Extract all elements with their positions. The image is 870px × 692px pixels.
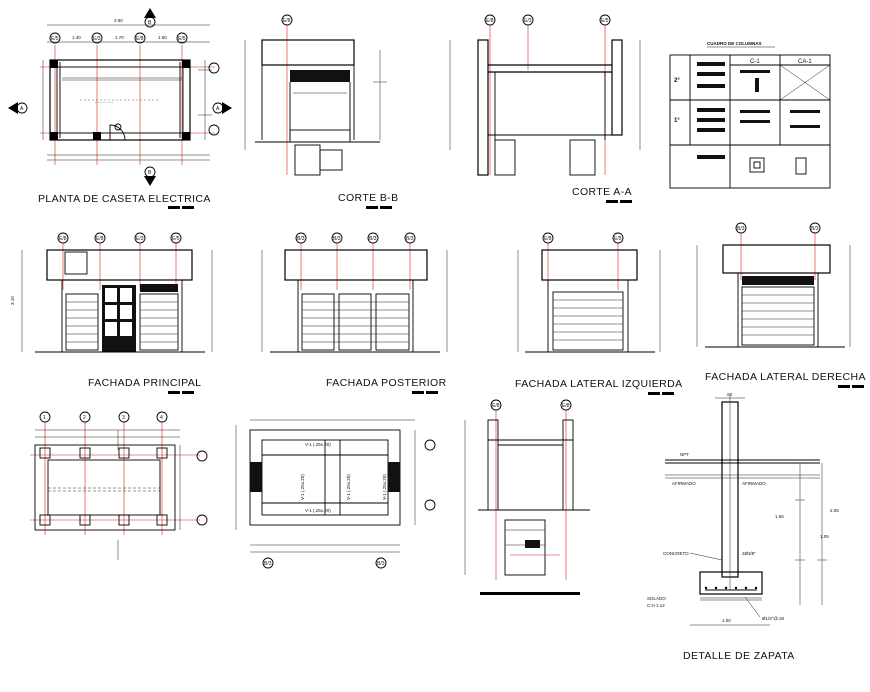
dim-zapata-total: 2.05	[830, 508, 839, 513]
label-afirmado-1: AFIRMADO	[672, 481, 696, 486]
bubble-ce-1: E/8	[492, 403, 500, 409]
bubble-fp-1: E/8	[59, 236, 67, 242]
cuadro-columnas: CUADRO DE COLUMNAS C-1 CA-1 2° 1°	[669, 41, 831, 189]
plano-vigas: V-1 (.25x.20) V-1 (.25x.20) V-1 (.25x.20…	[235, 419, 436, 569]
title-planta: PLANTA DE CASETA ELECTRICA	[38, 193, 211, 205]
title-fachada-principal: FACHADA PRINCIPAL	[88, 377, 201, 389]
section-b-top: B	[148, 20, 152, 26]
bubble-ce-2: E/8	[562, 403, 570, 409]
dim-zapata-a: 1.65	[775, 514, 784, 519]
detalle-zapata: .60 NPT AFIRMADO AFIRMADO CONCRETO SOLAD…	[647, 392, 839, 662]
bubble-e5: E/5	[51, 36, 59, 42]
dim-zapata-base: 1.00	[722, 618, 731, 623]
label-v1-mid: V-1 (.25x.20)	[346, 474, 351, 500]
label-concreto: CONCRETO	[663, 551, 689, 556]
dim-zapata-mid: 1.05	[820, 534, 829, 539]
col-ca1: CA-1	[798, 59, 812, 65]
label-v1-top: V-1 (.25x.20)	[305, 442, 331, 447]
col-c1: C-1	[750, 59, 760, 65]
label-afirmado-2: AFIRMADO	[742, 481, 766, 486]
fachada-lateral-derecha: B/3 B/3 FACHADA LATERAL DERECHA	[696, 222, 866, 388]
bubble-fld-1: B/3	[737, 226, 745, 232]
dim-fp-h: 3.10	[10, 296, 15, 305]
bubble-e3: E/3	[93, 36, 101, 42]
plano-cimentacion: 1 2 3 4	[30, 411, 208, 560]
section-b-bottom: B	[148, 170, 152, 176]
bubble-fpo-4: B/3	[406, 236, 414, 242]
axis-3: 3	[122, 415, 125, 421]
planta-caseta: 3.90 1.40 1.70 1.50 - - - - - - -	[8, 8, 232, 209]
label-solado-mix: C:H 1:12	[647, 603, 665, 608]
dim-total: 3.90	[114, 18, 123, 23]
fachada-posterior: B/3 B/3 B/3 B/3 FACHADA POSTERIOR	[261, 232, 448, 394]
title-corte-bb: CORTE B-B	[338, 192, 399, 204]
bubble-e5b: E/5	[178, 36, 186, 42]
bubble-v-2: B/3	[377, 561, 385, 567]
bubble-fld-2: B/3	[811, 226, 819, 232]
title-fachada-lat-der: FACHADA LATERAL DERECHA	[705, 371, 866, 383]
title-cuadro: CUADRO DE COLUMNAS	[707, 41, 762, 46]
row-2: 2°	[674, 78, 680, 84]
title-fachada-lat-izq: FACHADA LATERAL IZQUIERDA	[515, 378, 683, 390]
svg-text:- - - - - - -: - - - - - - -	[95, 100, 113, 105]
dim-a: 1.40	[72, 35, 81, 40]
label-solado: SOLADO	[647, 596, 666, 601]
axis-4: 4	[160, 415, 163, 421]
bubble-cbb: E/8	[283, 18, 291, 24]
dim-b: 1.70	[115, 35, 124, 40]
label-npt: NPT	[680, 452, 689, 457]
label-v1-right: V-1 (.25x.20)	[382, 474, 387, 500]
label-rebar-2: Ø1/2"@.20	[762, 616, 785, 621]
corte-cimentacion: E/8 E/8	[464, 399, 590, 595]
bubble-v-1: B/3	[264, 561, 272, 567]
bubble-fp-3: E/3	[136, 236, 144, 242]
row-1: 1°	[674, 118, 680, 124]
bubble-fli-1: E/8	[544, 236, 552, 242]
corte-aa: E/8 E/3 E/5 CORTE A-A	[449, 14, 641, 203]
title-corte-aa: CORTE A-A	[572, 186, 632, 198]
bubble-fpo-2: B/3	[333, 236, 341, 242]
label-v1-left: V-1 (.25x.20)	[300, 474, 305, 500]
fachada-principal: E/8 E/8 E/3 E/5	[10, 232, 213, 394]
label-rebar: 2Ø3/8"	[742, 551, 756, 556]
title-detalle-zapata: DETALLE DE ZAPATA	[683, 650, 795, 662]
section-a-left: A	[20, 106, 24, 112]
bubble-fp-4: E/5	[172, 236, 180, 242]
label-v1-bottom: V-1 (.25x.20)	[305, 508, 331, 513]
fachada-lateral-izquierda: E/8 E/5 FACHADA LATERAL IZQUIERDA	[515, 232, 683, 395]
bubble-caa-3: E/5	[601, 18, 609, 24]
section-a-right: A	[216, 106, 220, 112]
axis-1: 1	[43, 415, 46, 421]
bubble-fpo-1: B/3	[297, 236, 305, 242]
axis-2: 2	[83, 415, 86, 421]
corte-bb: E/8 CORTE B-B	[244, 14, 399, 209]
bubble-fli-2: E/5	[614, 236, 622, 242]
bubble-e8: E/8	[136, 36, 144, 42]
zapata-w: .60	[726, 392, 733, 397]
bubble-fpo-3: B/3	[369, 236, 377, 242]
bubble-fp-2: E/8	[96, 236, 104, 242]
dim-c: 1.50	[158, 35, 167, 40]
bubble-caa-2: E/3	[524, 18, 532, 24]
bubble-caa-1: E/8	[486, 18, 494, 24]
title-fachada-posterior: FACHADA POSTERIOR	[326, 377, 447, 389]
